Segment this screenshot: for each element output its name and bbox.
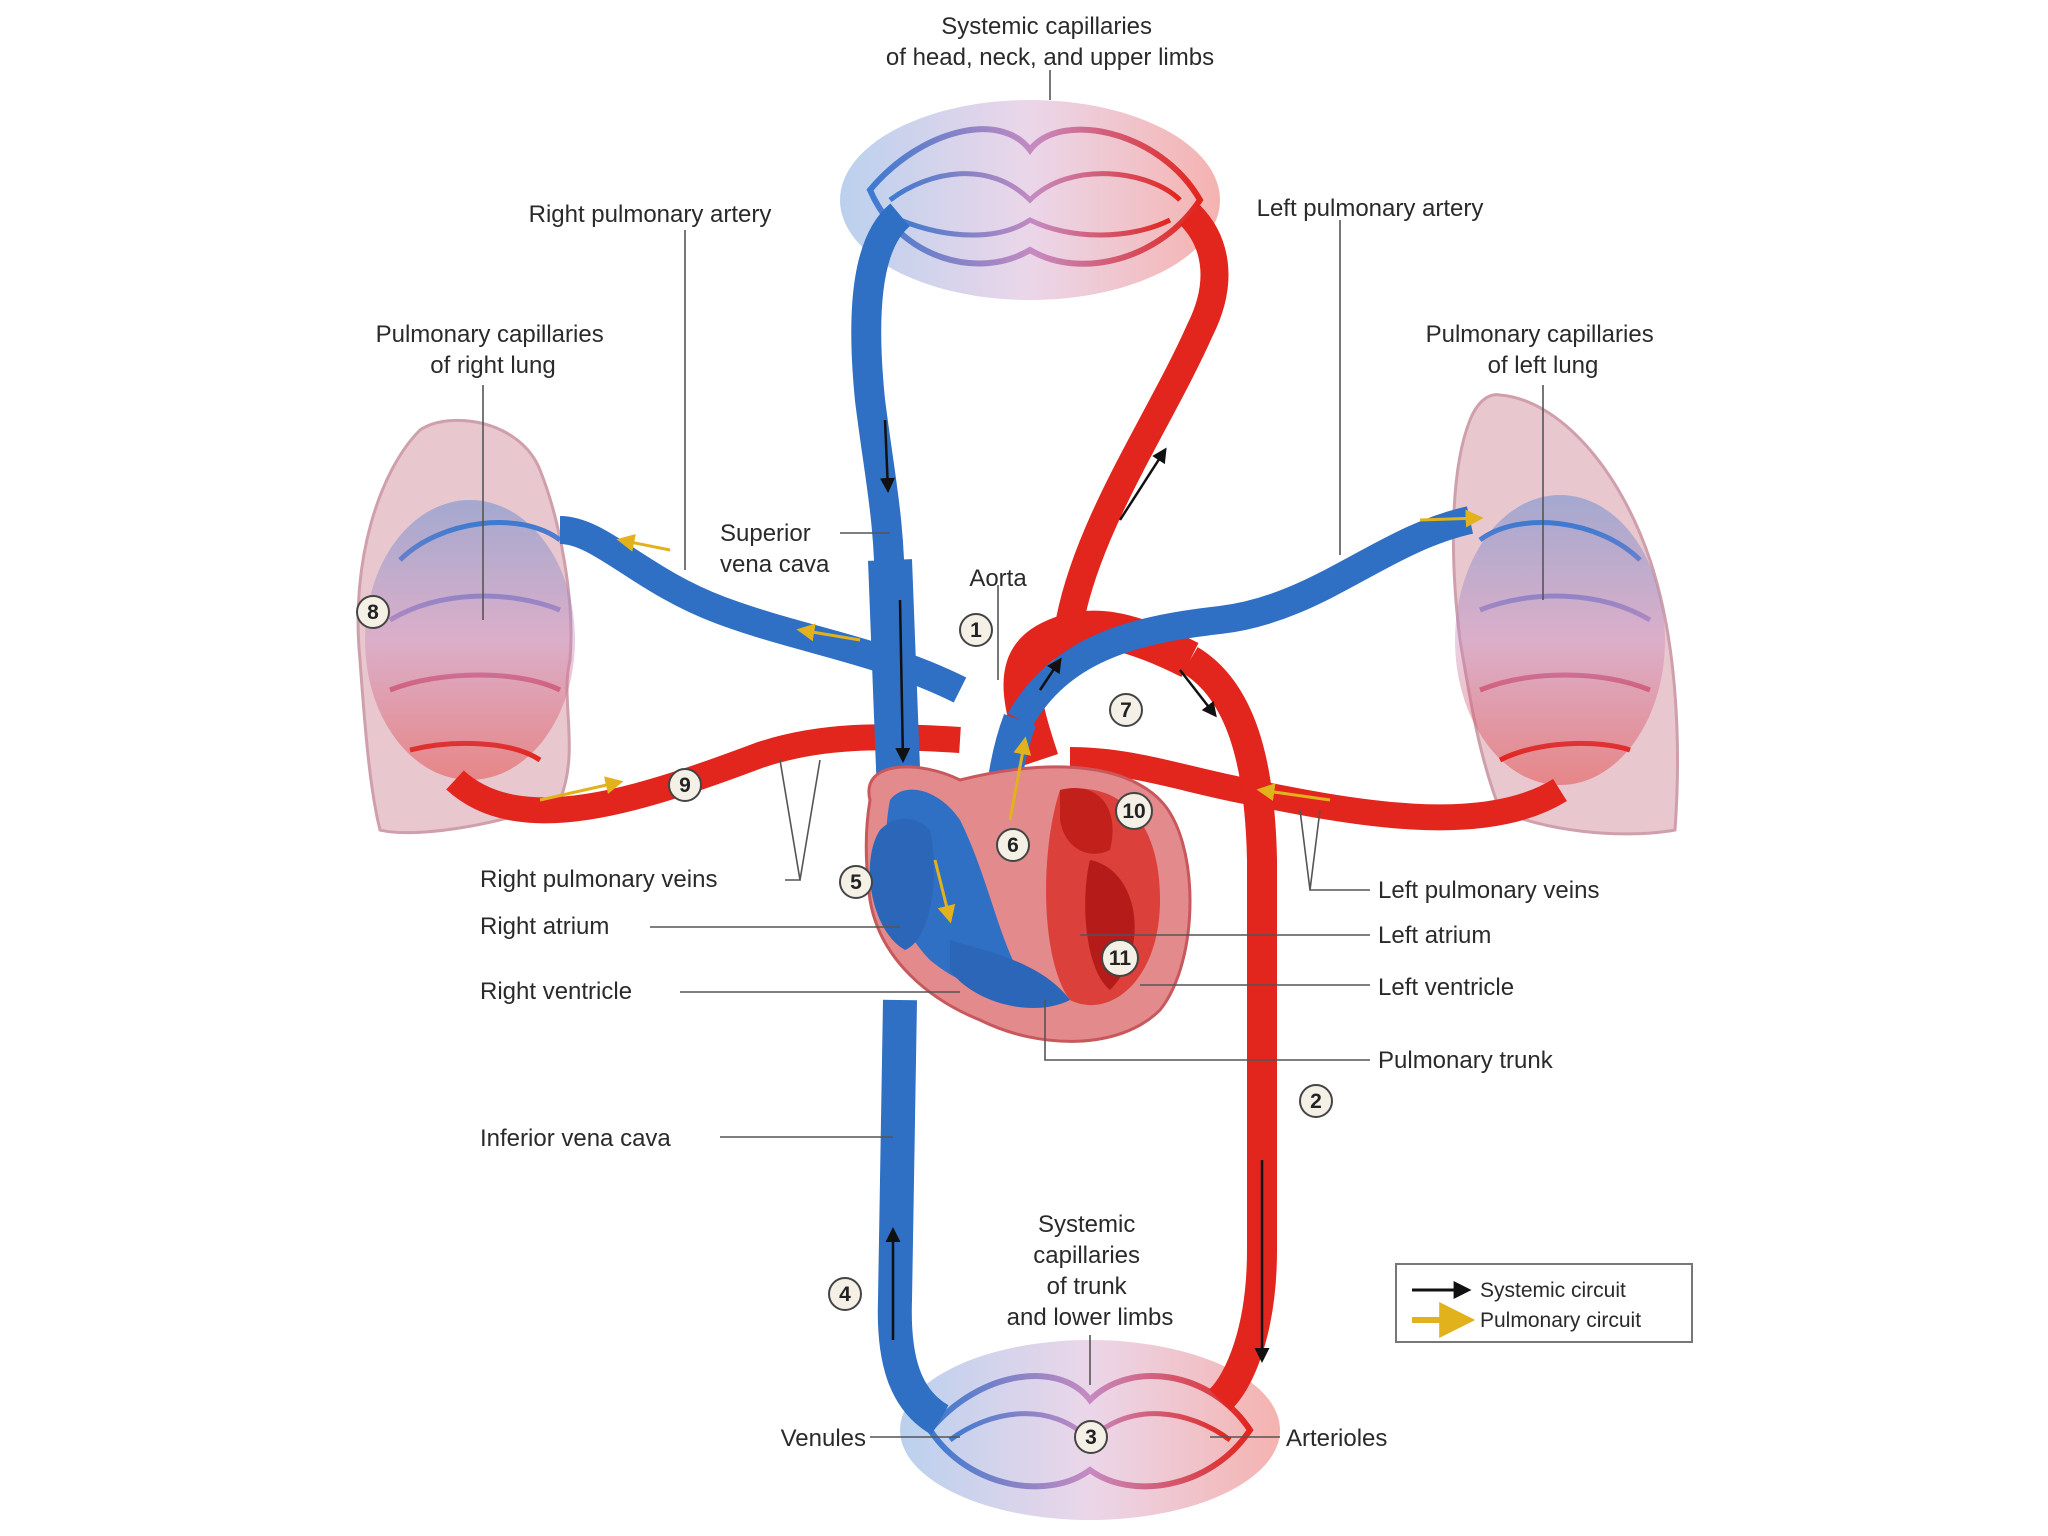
label-right-pulmonary-veins: Right pulmonary veins — [480, 866, 717, 893]
label-inferior-vena-cava: Inferior vena cava — [480, 1125, 671, 1152]
legend-systemic-label: Systemic circuit — [1480, 1279, 1626, 1302]
label-venules: Venules — [781, 1425, 866, 1452]
legend: Systemic circuit Pulmonary circuit — [1395, 1263, 1693, 1343]
label-arterioles: Arterioles — [1286, 1425, 1387, 1452]
label-right-atrium: Right atrium — [480, 913, 609, 940]
step-marker-8: 8 — [356, 595, 390, 629]
step-marker-7: 7 — [1109, 693, 1143, 727]
leader-lines — [482, 70, 1544, 1438]
label-pulmonary-trunk: Pulmonary trunk — [1378, 1047, 1554, 1074]
right-lung-capillary-bed — [365, 500, 575, 780]
label-systemic-capillaries-trunk: Systemic capillaries of trunk and lower … — [1007, 1211, 1174, 1331]
step-marker-3: 3 — [1074, 1420, 1108, 1454]
svg-text:6: 6 — [1007, 834, 1019, 857]
svg-text:2: 2 — [1310, 1090, 1322, 1113]
left-lung-capillary-bed — [1455, 495, 1665, 785]
label-aorta: Aorta — [969, 565, 1027, 592]
step-marker-5: 5 — [839, 865, 873, 899]
legend-pulmonary-label: Pulmonary circuit — [1480, 1309, 1641, 1332]
descending-aorta — [1181, 647, 1277, 1411]
pulmonary-flow-arrows — [539, 509, 1484, 924]
step-marker-10: 10 — [1115, 792, 1153, 830]
label-systemic-capillaries-head: Systemic capillaries of head, neck, and … — [886, 13, 1214, 71]
svg-text:8: 8 — [367, 601, 379, 624]
inferior-vena-cava — [877, 999, 950, 1435]
systemic-flow-arrows — [879, 419, 1270, 1363]
label-pulmonary-capillaries-right: Pulmonary capillaries of right lung — [376, 321, 611, 379]
label-right-ventricle: Right ventricle — [480, 978, 632, 1005]
label-right-pulmonary-artery: Right pulmonary artery — [529, 201, 772, 228]
step-marker-4: 4 — [828, 1277, 862, 1311]
labels: Systemic capillaries of head, neck, and … — [376, 13, 1661, 1452]
vein-from-head — [851, 203, 911, 601]
label-pulmonary-capillaries-left: Pulmonary capillaries of left lung — [1426, 321, 1661, 379]
step-marker-1: 1 — [959, 613, 993, 647]
head-capillary-bed — [840, 100, 1220, 300]
svg-text:5: 5 — [850, 871, 862, 894]
svg-text:1: 1 — [970, 619, 982, 642]
artery-to-head — [1056, 205, 1229, 623]
step-marker-2: 2 — [1299, 1084, 1333, 1118]
right-ventricle — [950, 940, 1070, 1009]
step-marker-6: 6 — [996, 828, 1030, 862]
svg-text:9: 9 — [679, 774, 691, 797]
svg-text:7: 7 — [1120, 699, 1132, 722]
step-markers: 1 2 3 4 5 6 7 8 9 10 11 — [356, 595, 1333, 1454]
svg-text:11: 11 — [1109, 947, 1132, 970]
step-marker-9: 9 — [668, 768, 702, 802]
left-pulmonary-artery — [1007, 506, 1474, 728]
label-left-atrium: Left atrium — [1378, 922, 1491, 949]
step-marker-11: 11 — [1101, 939, 1139, 977]
svg-text:3: 3 — [1085, 1426, 1097, 1449]
right-atrium — [869, 818, 934, 950]
label-superior-vena-cava: Superior vena cava — [720, 520, 830, 578]
label-left-ventricle: Left ventricle — [1378, 974, 1514, 1001]
right-pulmonary-artery — [558, 516, 967, 703]
left-atrium — [1060, 788, 1113, 854]
svg-text:10: 10 — [1122, 800, 1145, 823]
svg-text:4: 4 — [839, 1283, 851, 1306]
label-left-pulmonary-artery: Left pulmonary artery — [1257, 195, 1484, 222]
label-left-pulmonary-veins: Left pulmonary veins — [1378, 877, 1599, 904]
